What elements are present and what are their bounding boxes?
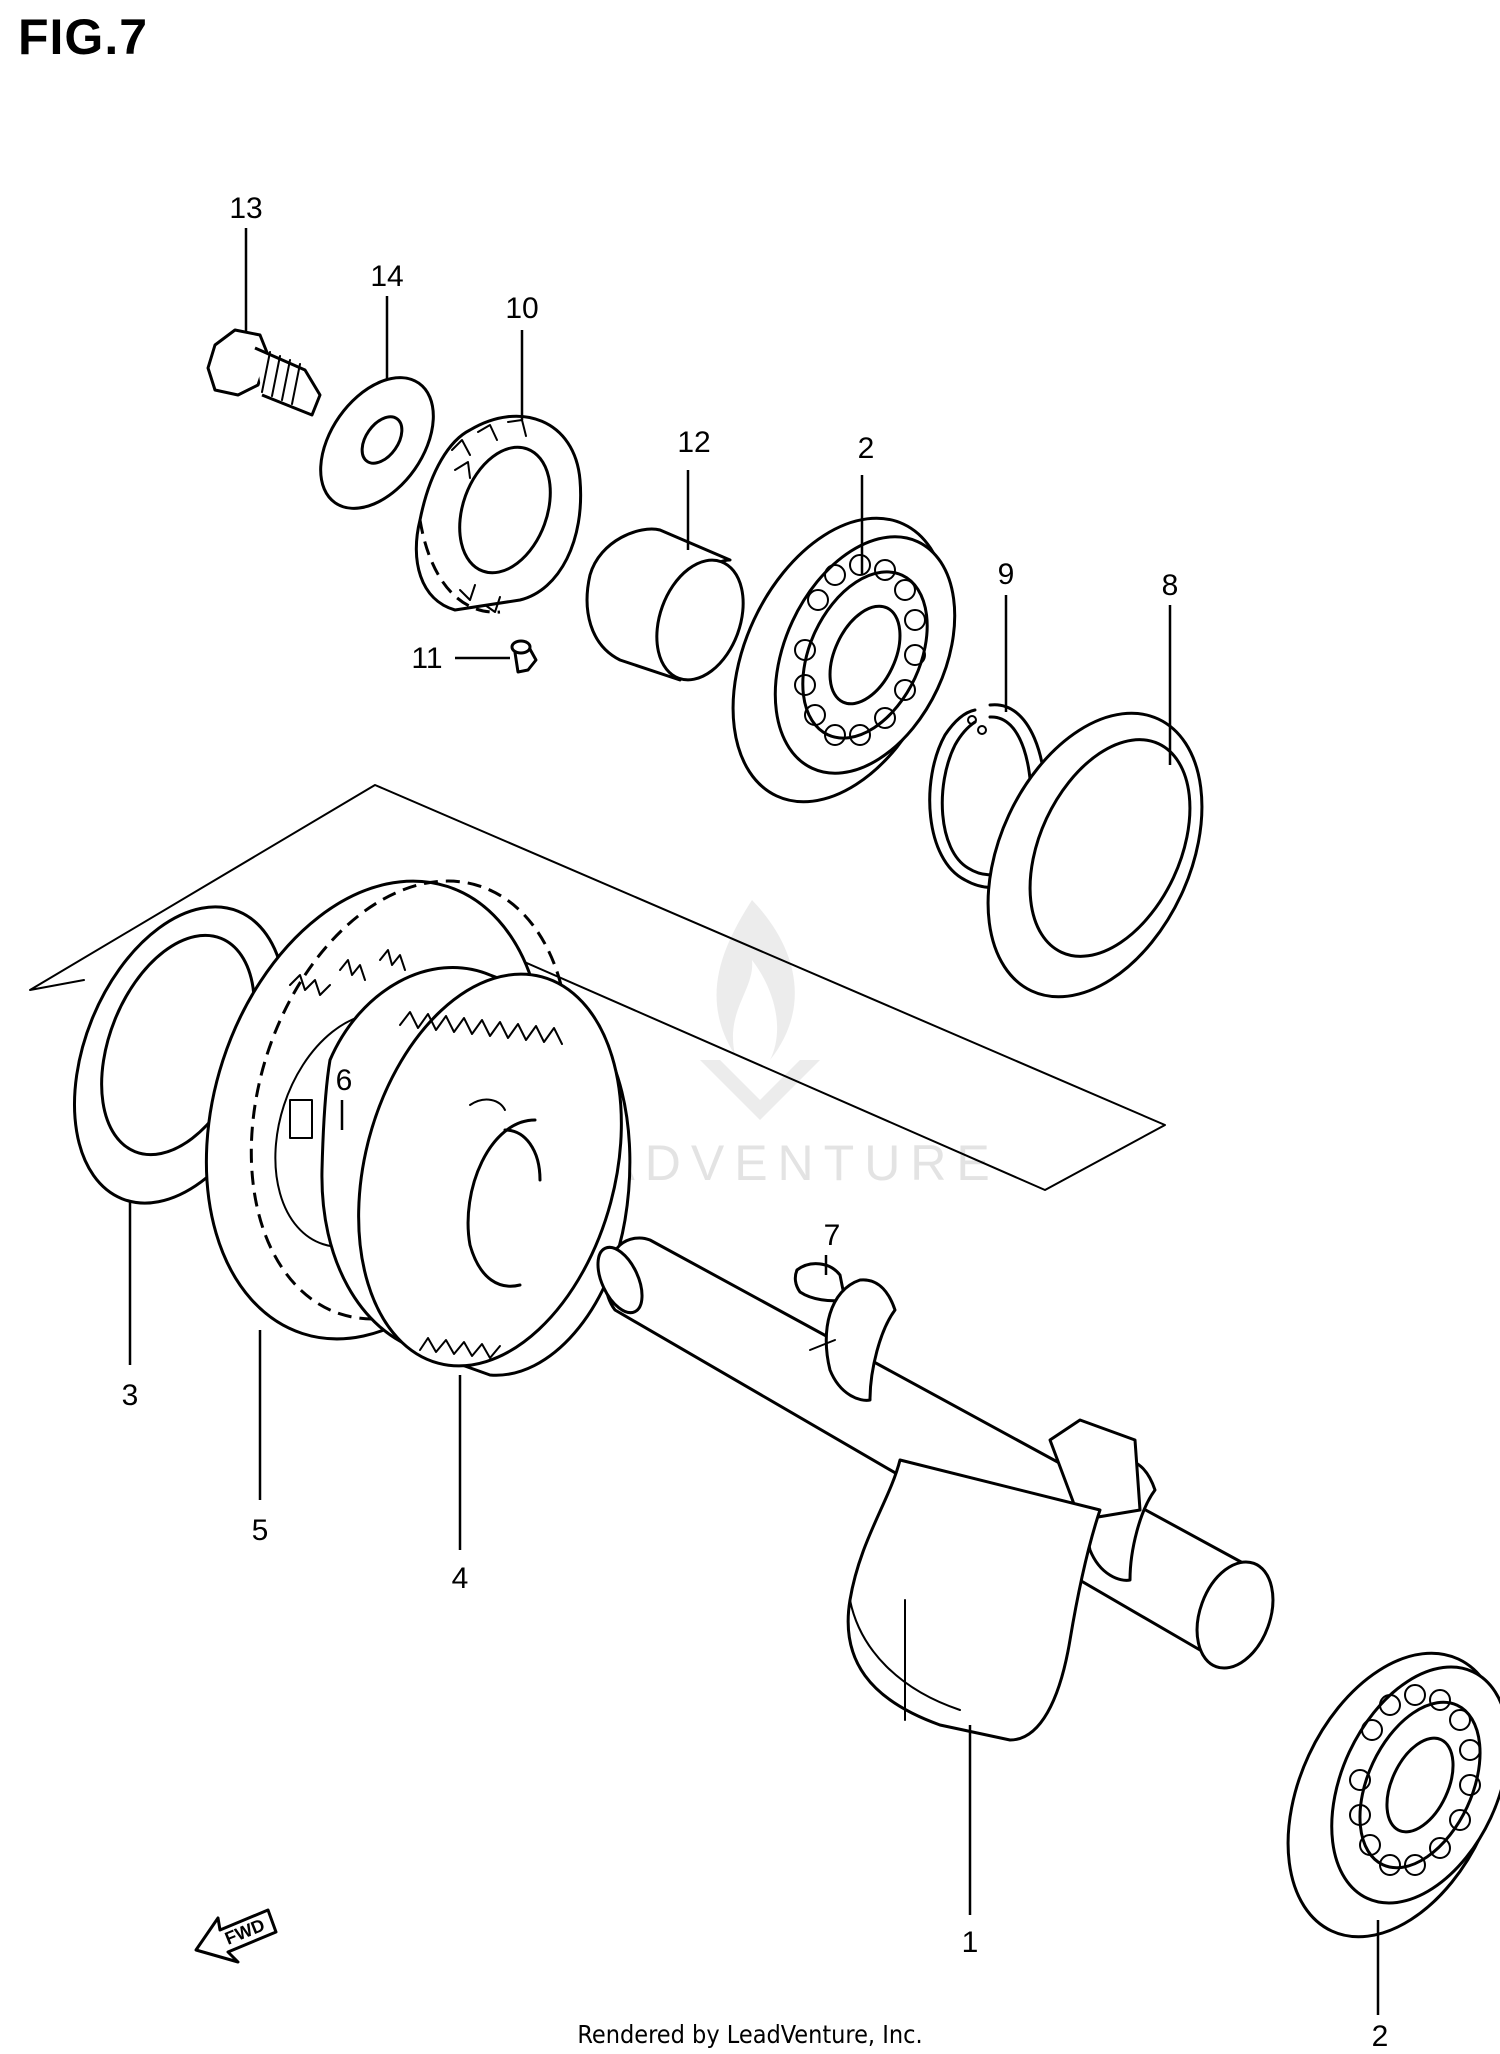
callout-2-bottom: 2	[1372, 2020, 1389, 2053]
assembly-reference-plane	[29, 784, 1166, 1191]
fwd-arrow-icon: FWD	[194, 1908, 278, 1964]
part-10-ratchet-plate	[414, 414, 583, 614]
render-credit: Rendered by LeadVenture, Inc.	[577, 2020, 923, 2049]
part-12-bushing	[585, 527, 745, 682]
callout-labels: 13 14 10 12 2 9 8 11 6 7 3 5 4 1 2	[122, 192, 1389, 2053]
callout-5: 5	[252, 1514, 269, 1547]
part-2-bearing-bottom	[1286, 1651, 1500, 1939]
callout-10: 10	[505, 292, 538, 325]
callout-7: 7	[824, 1219, 841, 1252]
callout-6: 6	[336, 1064, 353, 1097]
part-9-circlip	[928, 703, 1048, 889]
part-13-flange-bolt	[206, 328, 322, 417]
part-2-bearing-top	[731, 516, 957, 804]
part-4-gear	[320, 966, 632, 1377]
callout-9: 9	[998, 558, 1015, 591]
callout-11: 11	[411, 642, 442, 675]
callout-8: 8	[1162, 569, 1179, 602]
callout-12: 12	[677, 426, 710, 459]
callout-13: 13	[229, 192, 262, 225]
callout-4: 4	[452, 1562, 469, 1595]
part-7-woodruff-key	[793, 1262, 847, 1303]
leader-lines	[128, 228, 1380, 2015]
part-14-washer	[319, 376, 435, 510]
callout-2-top: 2	[858, 432, 875, 465]
part-1-balancer-shaft	[596, 1236, 1275, 1742]
figure-title: FIG.7	[18, 9, 149, 65]
part-11-pin	[510, 639, 538, 674]
part-8-thrust-washer	[986, 711, 1204, 999]
callout-1: 1	[962, 1926, 979, 1959]
callout-3: 3	[122, 1379, 139, 1412]
callout-14: 14	[370, 260, 403, 293]
